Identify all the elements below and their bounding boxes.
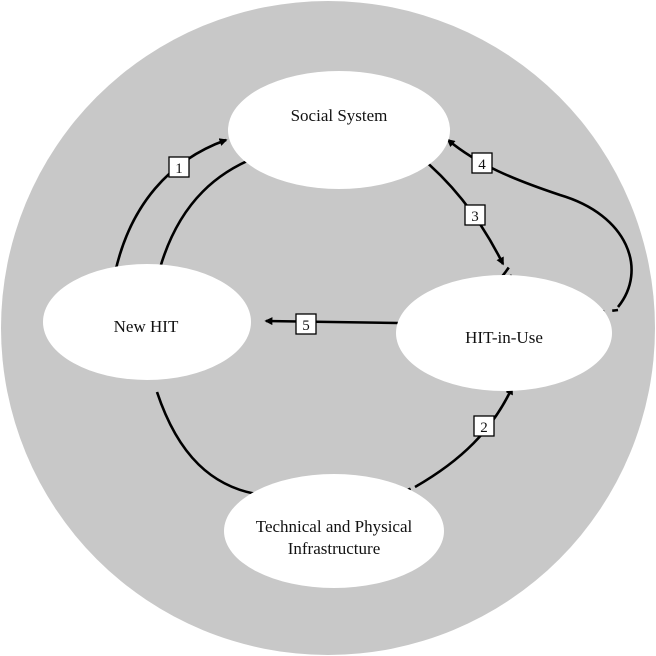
edge-label-4-text: 4 bbox=[478, 157, 486, 173]
edge-label-5: 5 bbox=[295, 313, 317, 335]
node-new-hit: New HIT bbox=[43, 264, 251, 380]
edge-label-2-text: 2 bbox=[480, 420, 488, 436]
edge-label-1: 1 bbox=[168, 156, 190, 178]
infrastructure-label-line-1: Technical and Physical bbox=[256, 517, 413, 536]
cycle-line-bottom-left bbox=[155, 391, 263, 497]
edge-label-2: 2 bbox=[473, 415, 495, 437]
arrow-5 bbox=[264, 317, 399, 326]
node-infrastructure: Technical and Physical Infrastructure bbox=[224, 474, 444, 588]
hit-in-use-label: HIT-in-Use bbox=[465, 328, 543, 347]
edge-label-3-text: 3 bbox=[471, 209, 479, 225]
node-social-system: Social System bbox=[228, 71, 450, 189]
edge-label-4: 4 bbox=[471, 152, 493, 174]
infrastructure-label-line-2: Infrastructure bbox=[288, 539, 381, 558]
edge-label-3: 3 bbox=[464, 204, 486, 226]
node-hit-in-use: HIT-in-Use bbox=[396, 275, 612, 391]
edge-label-5-text: 5 bbox=[302, 318, 310, 334]
new-hit-label: New HIT bbox=[114, 317, 179, 336]
arrow-1 bbox=[113, 138, 228, 274]
edge-label-1-text: 1 bbox=[175, 161, 183, 177]
arrow-2 bbox=[414, 386, 514, 489]
social-system-label: Social System bbox=[291, 106, 388, 125]
